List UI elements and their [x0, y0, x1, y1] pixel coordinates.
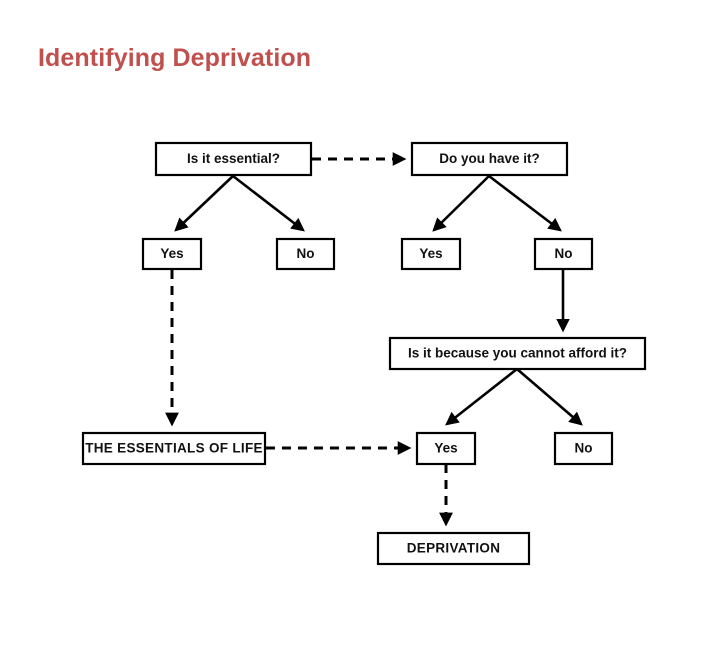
- node-box-have_yes: [400, 237, 462, 271]
- flow-node-have_it: Do you have it?: [410, 141, 569, 177]
- flow-node-afford_yes: Yes: [415, 431, 477, 466]
- node-box-have_no: [533, 237, 594, 271]
- node-label-have_it: Do you have it?: [439, 151, 540, 166]
- flow-node-afford: Is it because you cannot afford it?: [388, 336, 647, 371]
- flow-node-deprivation: DEPRIVATION: [376, 531, 531, 566]
- page-title: Identifying Deprivation: [38, 44, 312, 72]
- node-box-deprivation: [376, 531, 531, 566]
- node-label-afford: Is it because you cannot afford it?: [408, 346, 627, 361]
- node-label-afford_yes: Yes: [434, 441, 457, 456]
- node-label-deprivation: DEPRIVATION: [407, 541, 501, 556]
- flow-node-essentials: THE ESSENTIALS OF LIFE: [81, 431, 267, 466]
- flow-node-have_no: No: [533, 237, 594, 271]
- flow-node-have_yes: Yes: [400, 237, 462, 271]
- edge-have_it-to-have_yes: [432, 175, 490, 232]
- flow-node-ess_yes: Yes: [141, 237, 203, 271]
- node-box-afford_no: [553, 431, 614, 466]
- node-label-afford_no: No: [575, 441, 593, 456]
- edge-have_it-to-have_no: [488, 174, 562, 232]
- flow-node-ess_no: No: [275, 237, 336, 271]
- edge-essential-to-ess_no: [232, 174, 305, 232]
- node-box-essentials: [81, 431, 267, 466]
- edge-layer: [165, 152, 583, 527]
- node-label-ess_yes: Yes: [160, 246, 183, 261]
- node-label-essentials: THE ESSENTIALS OF LIFE: [85, 441, 263, 456]
- flow-node-afford_no: No: [553, 431, 614, 466]
- node-box-afford: [388, 336, 647, 371]
- node-label-have_no: No: [555, 246, 573, 261]
- edge-afford-to-afford_yes: [445, 367, 518, 426]
- node-box-essential: [154, 141, 313, 177]
- node-label-essential: Is it essential?: [187, 151, 280, 166]
- node-label-have_yes: Yes: [419, 246, 442, 261]
- node-label-ess_no: No: [297, 246, 315, 261]
- node-box-afford_yes: [415, 431, 477, 466]
- flow-node-essential: Is it essential?: [154, 141, 313, 177]
- edge-afford-to-afford_no: [516, 368, 583, 426]
- node-box-ess_yes: [141, 237, 203, 271]
- node-box-ess_no: [275, 237, 336, 271]
- node-box-have_it: [410, 141, 569, 177]
- edge-essential-to-ess_yes: [174, 175, 234, 232]
